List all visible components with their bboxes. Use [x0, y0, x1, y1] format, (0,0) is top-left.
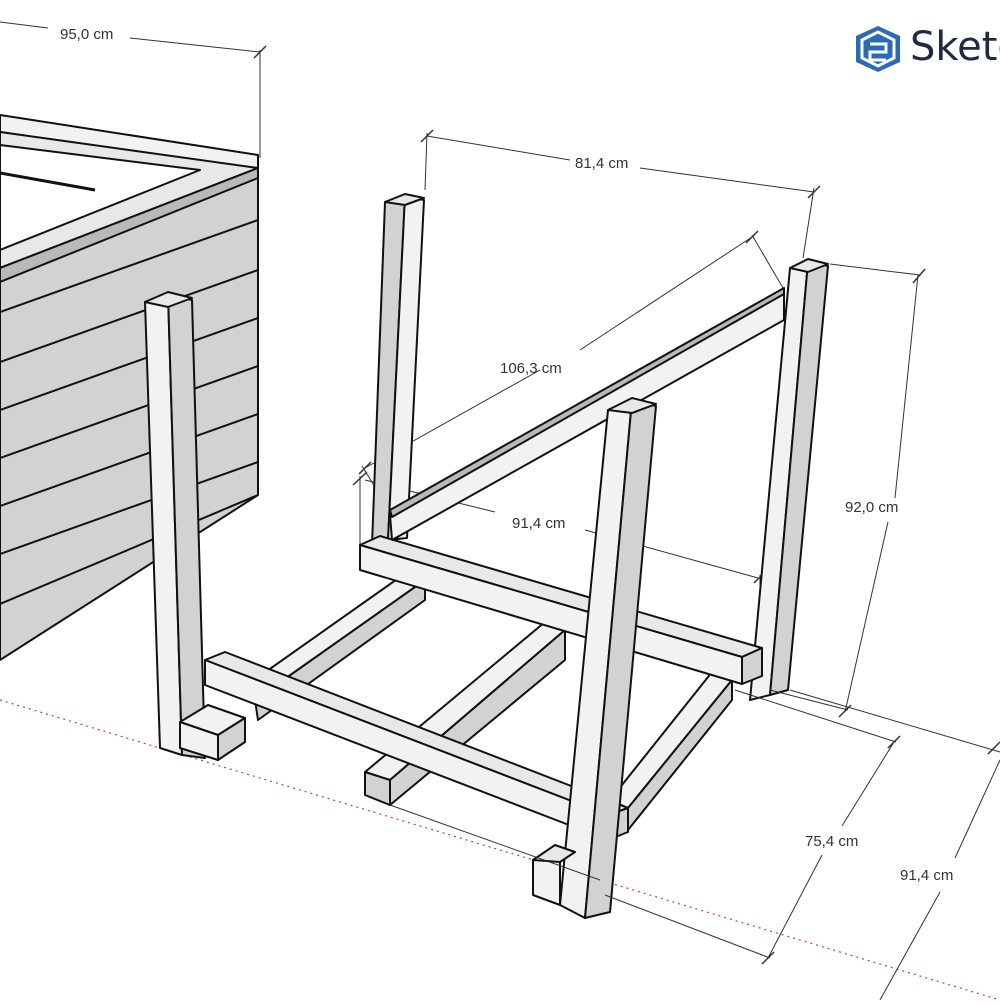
front-bottom-rail: [179, 651, 629, 841]
back-diagonal-rail: [389, 287, 785, 541]
front-right-post: [532, 397, 657, 919]
dimension-diagonal: 106,3 cm: [358, 230, 784, 509]
planter-box: [0, 114, 259, 661]
dimension-label: 75,4 cm: [805, 833, 858, 850]
stand-frame: [144, 193, 829, 919]
dimension-label: 92,0 cm: [845, 499, 898, 516]
back-right-post: [749, 258, 829, 701]
back-left-post: [371, 193, 425, 546]
sketchup-logo-icon: [856, 26, 900, 72]
dimension-label: 91,4 cm: [512, 515, 565, 532]
ground-axis-line: [0, 699, 1000, 1001]
front-left-post: [144, 291, 206, 759]
dimension-back-width: 81,4 cm: [420, 129, 821, 259]
dimension-label: 91,4 cm: [900, 867, 953, 884]
brand-logo: Sketc: [856, 24, 1000, 72]
dimension-label: 81,4 cm: [575, 155, 628, 172]
dimension-label: 106,3 cm: [500, 360, 562, 377]
dimension-label: 95,0 cm: [60, 26, 113, 43]
dimension-outer-depth: 91,4 cm: [789, 689, 1000, 1001]
dimension-top-left-width: 95,0 cm: [0, 21, 267, 158]
planter-planks: [0, 219, 259, 605]
dimension-base-depth: 75,4 cm: [389, 689, 901, 965]
brand-name: Sketc: [910, 24, 1000, 70]
